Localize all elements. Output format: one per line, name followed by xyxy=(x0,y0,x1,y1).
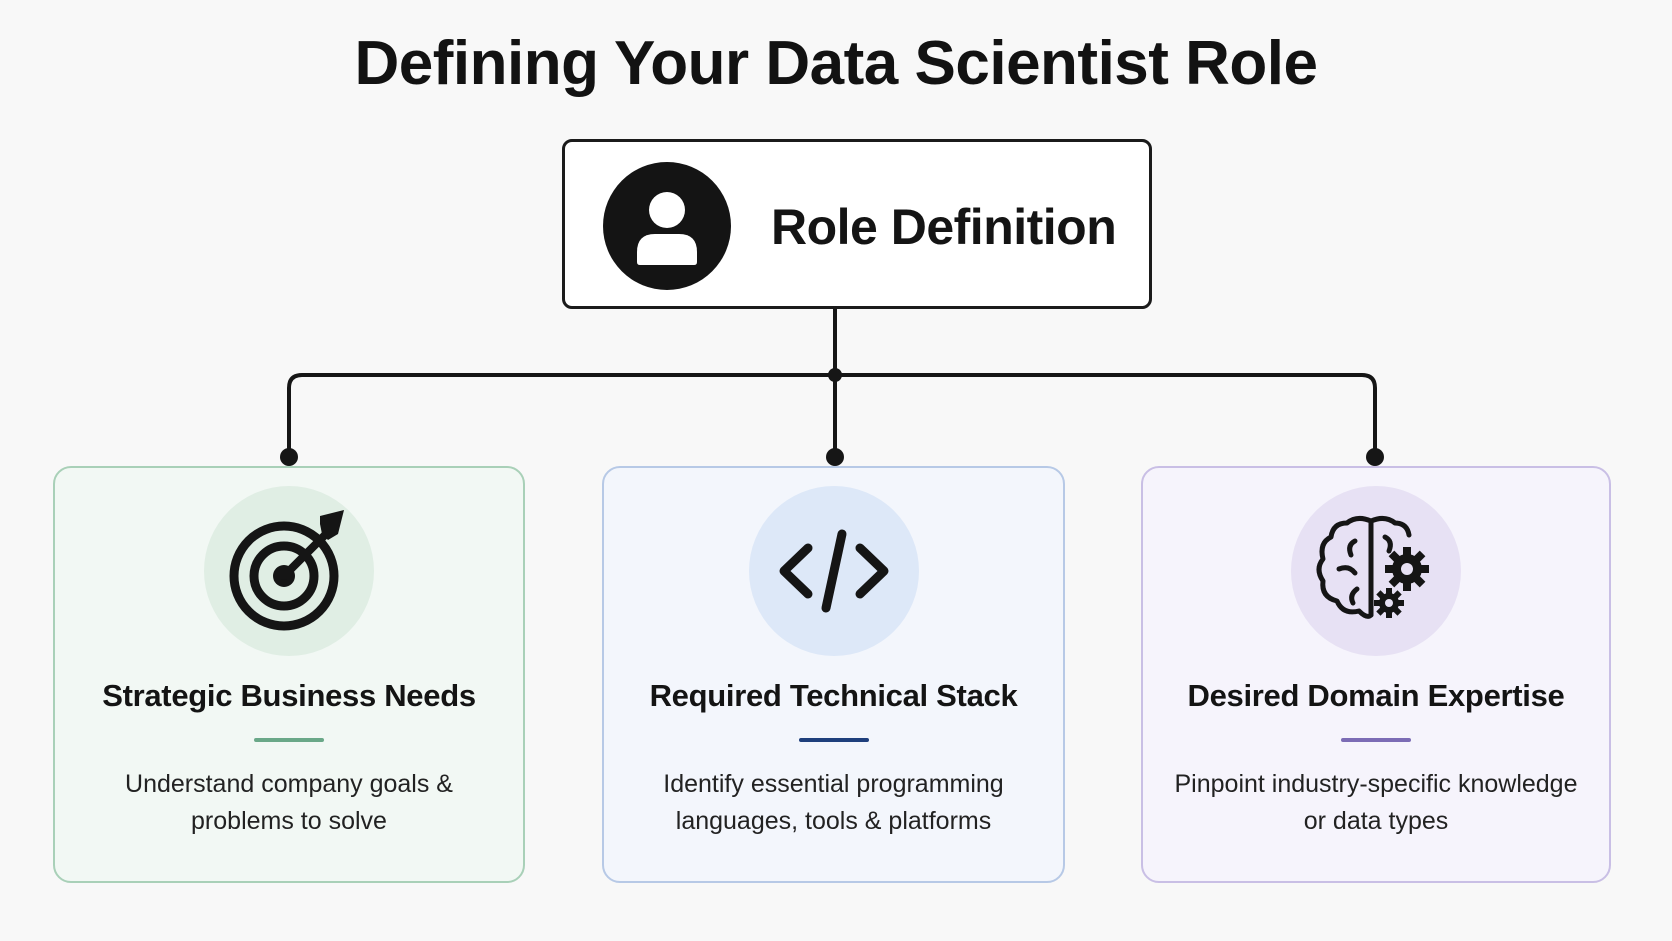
card-description: Understand company goals & problems to s… xyxy=(125,770,453,835)
role-definition-label: Role Definition xyxy=(771,199,1117,255)
card-description: Identify essential programming languages… xyxy=(663,770,1004,835)
card-divider xyxy=(1341,738,1411,742)
target-icon xyxy=(204,486,374,656)
card-required-technical-stack: Required Technical Stack Identify essent… xyxy=(602,466,1065,883)
diagram-title: Defining Your Data Scientist Role xyxy=(354,29,1318,98)
card-description: Pinpoint industry-specific knowledge or … xyxy=(1174,770,1578,835)
role-definition-box: Role Definition xyxy=(562,139,1152,309)
card-desired-domain-expertise: Desired Domain Expertise Pinpoint indust… xyxy=(1141,466,1611,883)
card-title: Desired Domain Expertise xyxy=(1187,678,1565,713)
brain-gear-icon xyxy=(1291,486,1461,656)
card-divider xyxy=(798,738,869,742)
card-divider xyxy=(254,738,324,742)
card-strategic-business-needs: Strategic Business Needs Understand comp… xyxy=(53,466,525,883)
card-title: Required Technical Stack xyxy=(649,678,1018,713)
user-icon xyxy=(603,162,731,290)
card-title: Strategic Business Needs xyxy=(102,678,476,713)
code-icon xyxy=(748,486,919,656)
